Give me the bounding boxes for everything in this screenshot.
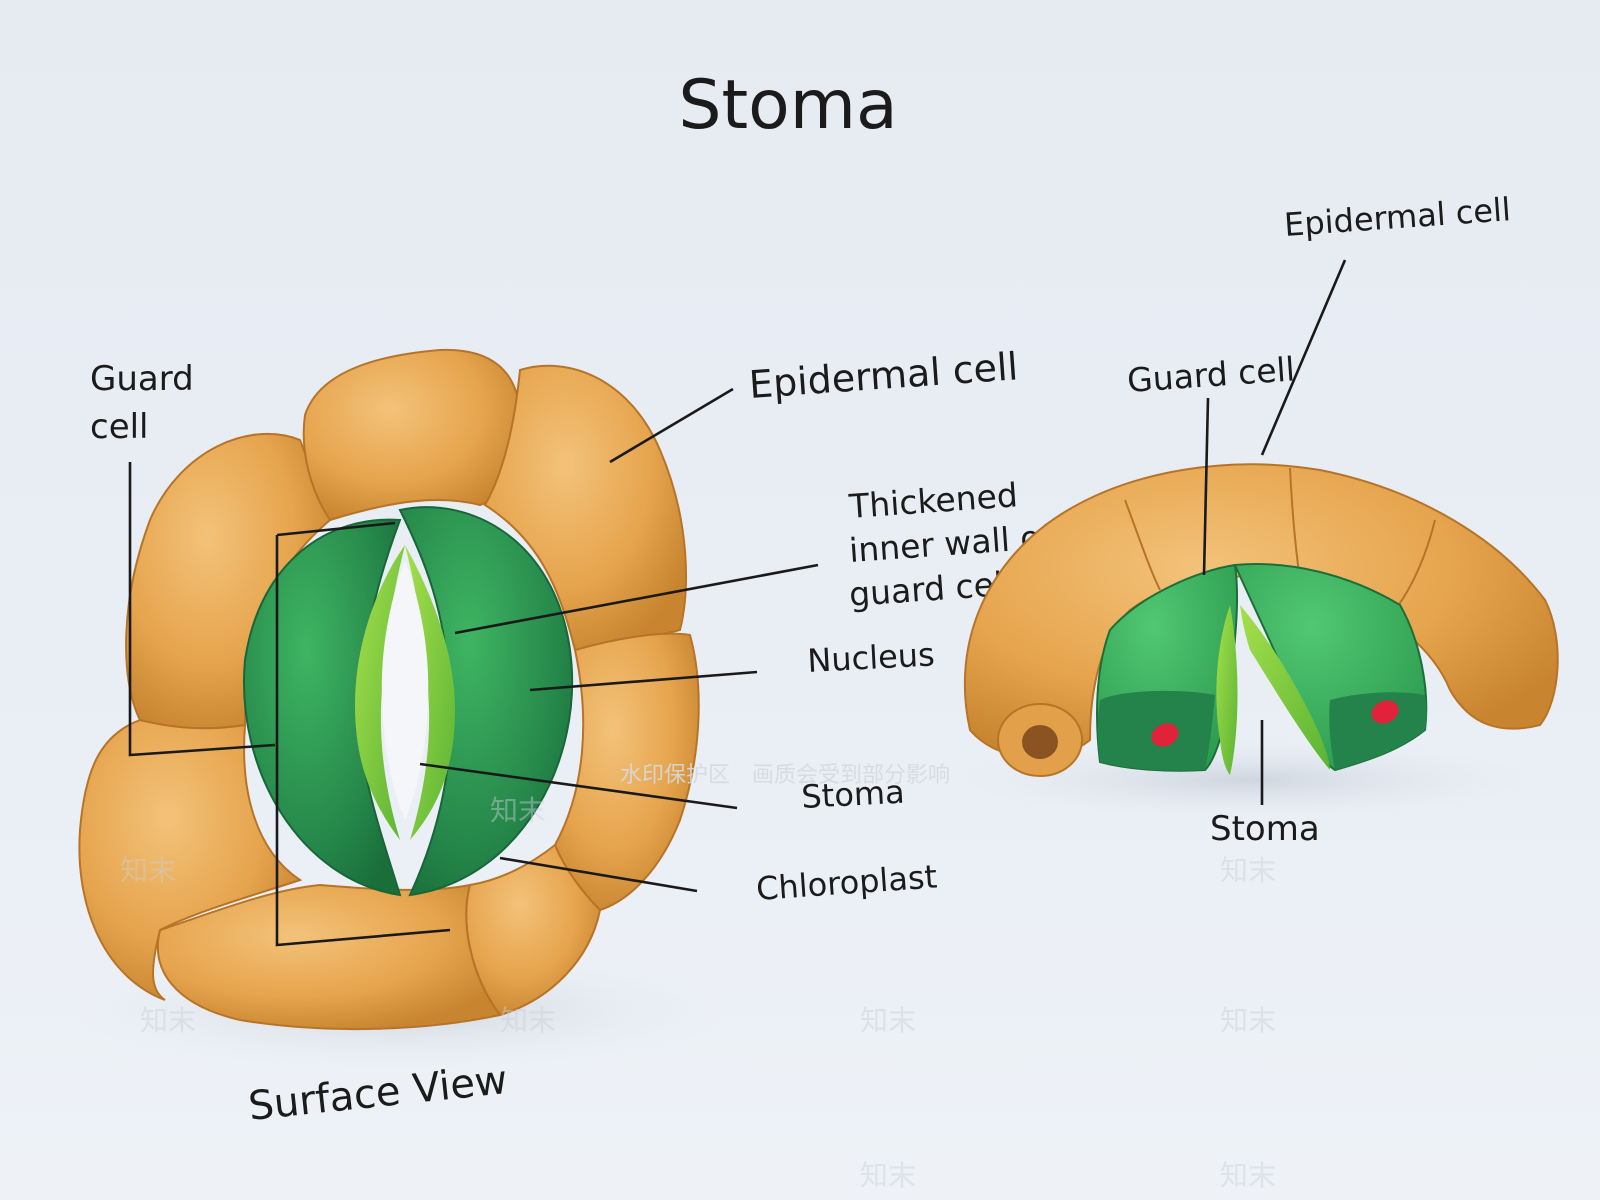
- surface-leader-lines: [128, 387, 819, 947]
- ground-shadow-right: [945, 740, 1545, 820]
- watermark-mark: 知末: [1220, 1004, 1276, 1037]
- watermark-layer: 水印保护区 画质会受到部分影响 知末 知末 知末 知末 知末 知末 知末 知末 …: [120, 763, 1276, 1192]
- watermark-mark: 知末: [500, 1004, 556, 1037]
- page-title: Stoma: [678, 66, 897, 145]
- guard-cut-face-right: [1329, 692, 1427, 770]
- label-guard-cell-line2: cell: [90, 407, 149, 447]
- stoma-pore: [381, 560, 429, 820]
- guard-cell-pair: [243, 506, 574, 897]
- nucleus-spot-right: [1371, 700, 1399, 724]
- leader-guard-cell: [128, 462, 451, 947]
- leader-chloroplast: [499, 856, 698, 893]
- label-chloroplast: Chloroplast: [755, 857, 938, 908]
- watermark-mark: 知末: [860, 1159, 916, 1192]
- label-section-stoma: Stoma: [1210, 809, 1320, 849]
- leader-nucleus: [529, 670, 758, 692]
- label-section-guard-cell: Guard cell: [1126, 349, 1296, 400]
- watermark-mark: 知末: [860, 1004, 916, 1037]
- watermark-mark: 知末: [120, 854, 176, 887]
- epidermal-cell-bottom-left: [78, 718, 303, 1001]
- thickened-inner-wall-left: [355, 545, 405, 840]
- watermark-notice: 水印保护区 画质会受到部分影响: [620, 763, 950, 788]
- epidermal-cell-top: [302, 348, 522, 522]
- watermark-mark: 知末: [1220, 854, 1276, 887]
- leader-thickened-wall: [454, 563, 819, 635]
- label-nucleus: Nucleus: [806, 635, 935, 680]
- watermark-mark: 知末: [1220, 1159, 1276, 1192]
- epidermal-cell-right: [553, 632, 700, 912]
- leader-section-guard: [1202, 397, 1210, 576]
- label-section-epidermal-cell: Epidermal cell: [1283, 190, 1512, 244]
- watermark-mark: 知末: [490, 794, 546, 827]
- nucleus-spot-left: [1151, 723, 1179, 747]
- section-leader-lines: [1202, 259, 1347, 805]
- inner-wall-section-left: [1216, 605, 1238, 775]
- label-stoma: Stoma: [800, 773, 905, 816]
- label-thickened-line1: Thickened: [847, 475, 1019, 526]
- epidermal-cell-ring: [78, 348, 700, 1031]
- watermark-mark: 知末: [140, 1004, 196, 1037]
- surface-view: Guard cell Epidermal cell Thickened inne…: [70, 344, 1055, 1130]
- leader-stoma: [419, 762, 738, 810]
- epidermal-cell-bottom: [156, 883, 502, 1031]
- section-view: Epidermal cell Guard cell Stoma: [945, 190, 1559, 849]
- epidermal-nucleus: [1022, 725, 1058, 759]
- label-guard-cell-line1: Guard: [90, 359, 194, 399]
- label-epidermal-cell: Epidermal cell: [748, 344, 1020, 407]
- leader-section-epidermal: [1260, 259, 1347, 456]
- leader-epidermal-cell: [609, 387, 734, 464]
- inner-wall-section-right: [1240, 605, 1330, 770]
